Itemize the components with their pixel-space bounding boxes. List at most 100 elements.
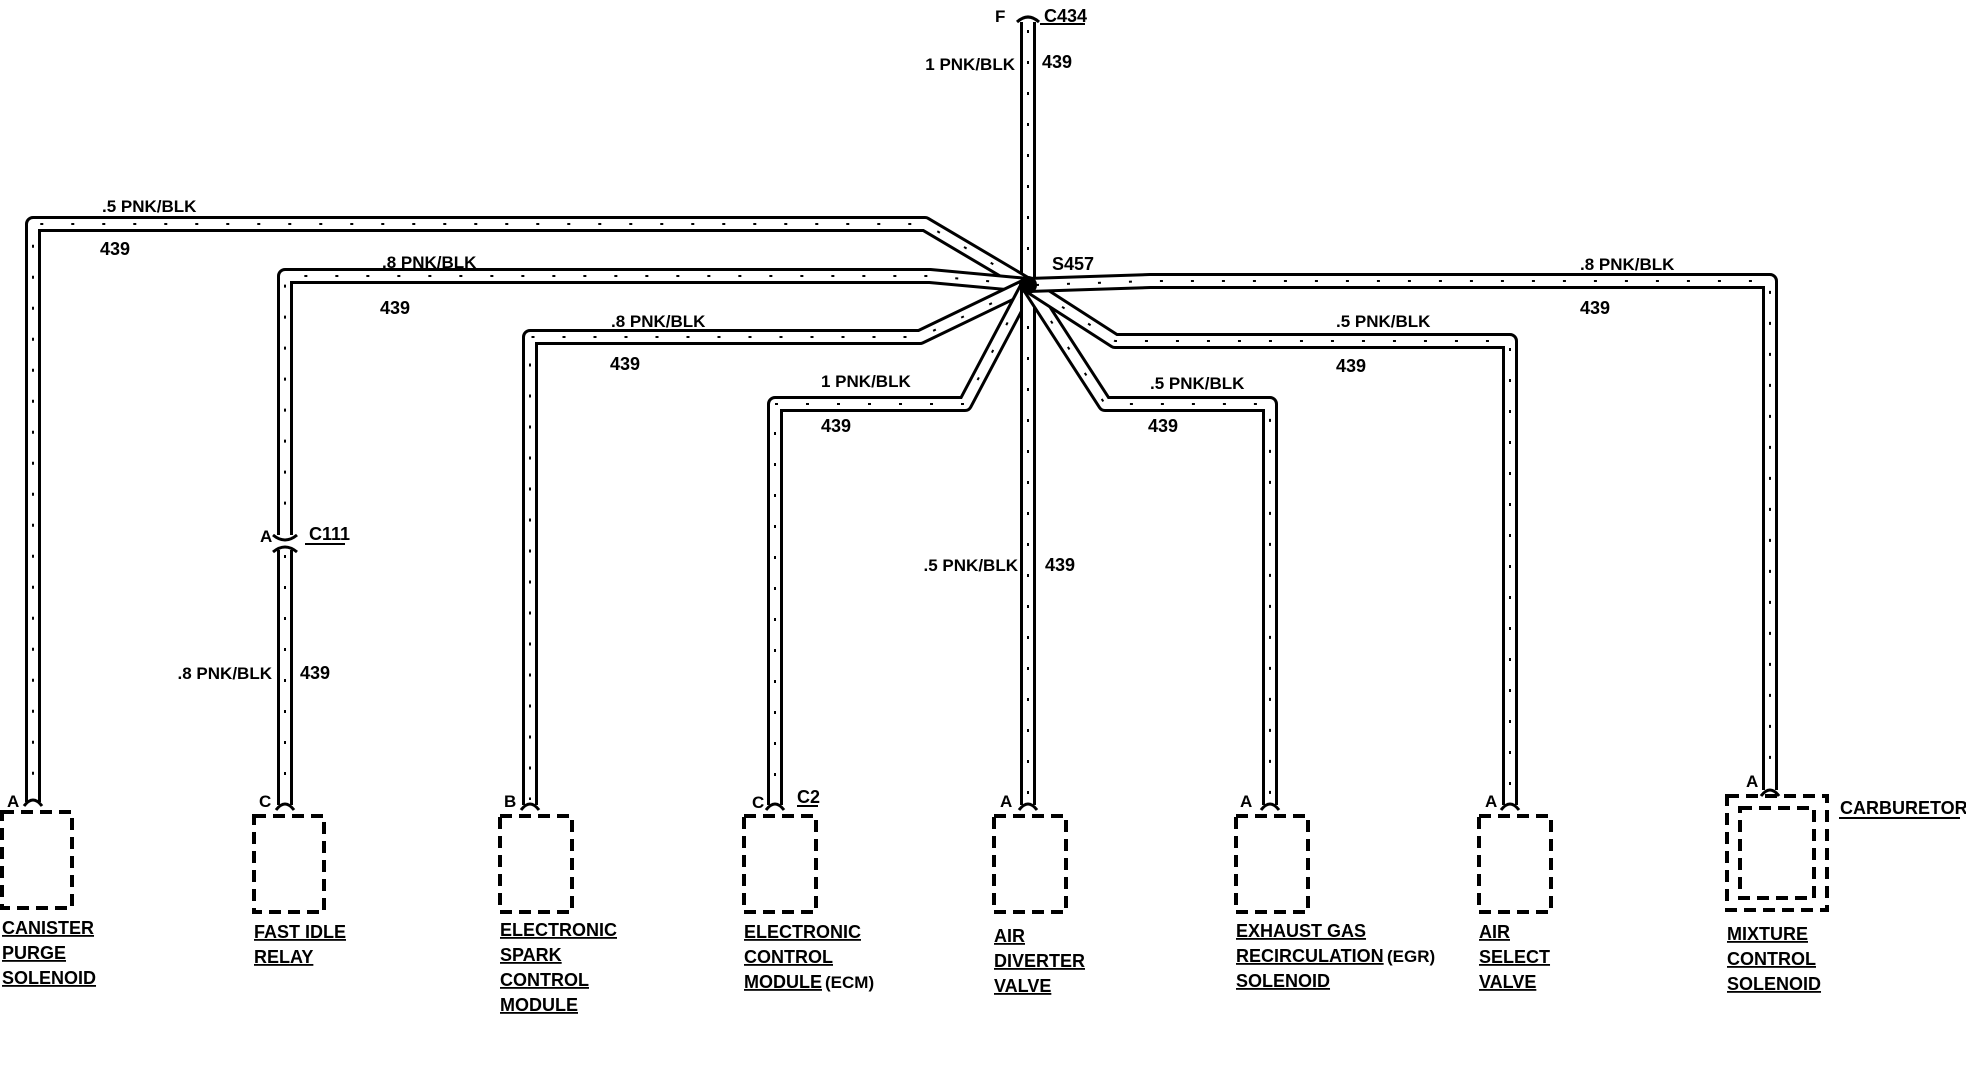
air-diverter-name-line: DIVERTER <box>994 951 1085 971</box>
ecm-connector-label: C2 <box>797 787 820 807</box>
wire-fast-idle <box>277 268 1029 805</box>
fast-idle-pin-label: C <box>259 792 271 811</box>
ecm-name-line: MODULE <box>744 972 822 992</box>
air-select-name: AIR SELECT VALVE <box>1479 922 1550 992</box>
ecm-suffix: (ECM) <box>825 973 874 992</box>
labels: F C434 1 PNK/BLK 439 S457 .5 PNK/BLK 439… <box>2 6 1966 1015</box>
air-select-circuit-label: 439 <box>1336 356 1366 376</box>
fast-idle-pin <box>274 802 296 811</box>
wire-egr <box>1021 280 1278 805</box>
egr-solenoid-box <box>1234 814 1310 914</box>
spark-name-line: CONTROL <box>500 970 589 990</box>
air-select-valve-box <box>1477 814 1553 914</box>
mixture-pin <box>1759 788 1781 797</box>
spark-name-line: ELECTRONIC <box>500 920 617 940</box>
c434-name-label: C434 <box>1044 6 1087 26</box>
spark-name-line: MODULE <box>500 995 578 1015</box>
splice-s457-dot <box>1019 276 1037 294</box>
egr-pin-label: A <box>1240 792 1252 811</box>
mixture-name-line: CONTROL <box>1727 949 1816 969</box>
air-select-pin-label: A <box>1485 792 1497 811</box>
ecm-box <box>742 814 818 914</box>
canister-name-line: SOLENOID <box>2 968 96 988</box>
canister-name-line: PURGE <box>2 943 66 963</box>
feed-gauge-label: 1 PNK/BLK <box>925 55 1015 74</box>
carburetor-label: CARBURETOR <box>1840 798 1966 818</box>
egr-circuit-label: 439 <box>1148 416 1178 436</box>
ecm-gauge-label: 1 PNK/BLK <box>821 372 911 391</box>
wire-mixture <box>1027 273 1778 790</box>
mixture-name: MIXTURE CONTROL SOLENOID <box>1727 924 1821 994</box>
spark-pin <box>519 802 541 811</box>
mixture-control-solenoid-box <box>1738 806 1816 900</box>
egr-suffix: (EGR) <box>1387 947 1435 966</box>
components <box>0 788 1960 914</box>
air-select-name-line: SELECT <box>1479 947 1550 967</box>
ecm-name-line: CONTROL <box>744 947 833 967</box>
feed-circuit-label: 439 <box>1042 52 1072 72</box>
air-diverter-gauge-label: .5 PNK/BLK <box>924 556 1019 575</box>
c434-pin-label: F <box>995 7 1005 26</box>
spark-control-module-box <box>498 814 574 914</box>
egr-name-line: SOLENOID <box>1236 971 1330 991</box>
canister-circuit-label: 439 <box>100 239 130 259</box>
canister-pin <box>22 798 44 807</box>
air-select-pin <box>1499 802 1521 811</box>
air-diverter-pin-label: A <box>1000 792 1012 811</box>
fast-idle-gauge-label: .8 PNK/BLK <box>382 253 477 272</box>
air-select-name-line: AIR <box>1479 922 1510 942</box>
mixture-circuit-label: 439 <box>1580 298 1610 318</box>
c111-name-label: C111 <box>309 524 350 544</box>
air-diverter-circuit-label: 439 <box>1045 555 1075 575</box>
spark-pin-label: B <box>504 792 516 811</box>
fast-idle-name: FAST IDLE RELAY <box>254 922 346 967</box>
air-diverter-name-line: AIR <box>994 926 1025 946</box>
air-diverter-name-line: VALVE <box>994 976 1051 996</box>
mixture-name-line: SOLENOID <box>1727 974 1821 994</box>
fast-idle-name-line: RELAY <box>254 947 313 967</box>
mixture-name-line: MIXTURE <box>1727 924 1808 944</box>
wire-spark <box>522 277 1032 805</box>
spark-circuit-label: 439 <box>610 354 640 374</box>
mixture-gauge-label: .8 PNK/BLK <box>1580 255 1675 274</box>
fast-idle-lower-circuit-label: 439 <box>300 663 330 683</box>
wire-harness <box>25 22 1778 805</box>
fast-idle-relay-box <box>252 814 326 914</box>
egr-pin <box>1259 802 1281 811</box>
egr-name-line: EXHAUST GAS <box>1236 921 1366 941</box>
air-diverter-valve-box <box>992 814 1068 914</box>
spark-name-line: SPARK <box>500 945 562 965</box>
connector-c434 <box>1015 15 1085 25</box>
fast-idle-circuit-label: 439 <box>380 298 410 318</box>
fast-idle-lower-gauge-label: .8 PNK/BLK <box>178 664 273 683</box>
ecm-pin-label: C <box>752 793 764 812</box>
egr-name: EXHAUST GAS RECIRCULATION SOLENOID (EGR) <box>1236 921 1435 991</box>
canister-purge-solenoid-box <box>0 810 74 910</box>
air-diverter-pin <box>1017 802 1039 811</box>
air-select-name-line: VALVE <box>1479 972 1536 992</box>
egr-gauge-label: .5 PNK/BLK <box>1150 374 1245 393</box>
carburetor-box <box>1725 794 1829 912</box>
wire-canister <box>25 216 1033 802</box>
c111-pin-label: A <box>260 527 272 546</box>
canister-name-line: CANISTER <box>2 918 94 938</box>
fast-idle-name-line: FAST IDLE <box>254 922 346 942</box>
ecm-circuit-label: 439 <box>821 416 851 436</box>
air-diverter-name: AIR DIVERTER VALVE <box>994 926 1085 996</box>
egr-name-line: RECIRCULATION <box>1236 946 1384 966</box>
connector-c111 <box>272 533 345 554</box>
wire-air-select <box>1023 278 1518 805</box>
ecm-name-line: ELECTRONIC <box>744 922 861 942</box>
ecm-name: ELECTRONIC CONTROL MODULE (ECM) <box>744 922 874 992</box>
s457-label: S457 <box>1052 254 1094 274</box>
air-select-gauge-label: .5 PNK/BLK <box>1336 312 1431 331</box>
ecm-pin <box>764 802 786 811</box>
spark-gauge-label: .8 PNK/BLK <box>611 312 706 331</box>
canister-pin-label: A <box>7 792 19 811</box>
spark-name: ELECTRONIC SPARK CONTROL MODULE <box>500 920 617 1015</box>
canister-name: CANISTER PURGE SOLENOID <box>2 918 96 988</box>
mixture-pin-label: A <box>1746 772 1758 791</box>
wire-ecm <box>767 281 1036 805</box>
canister-gauge-label: .5 PNK/BLK <box>102 197 197 216</box>
